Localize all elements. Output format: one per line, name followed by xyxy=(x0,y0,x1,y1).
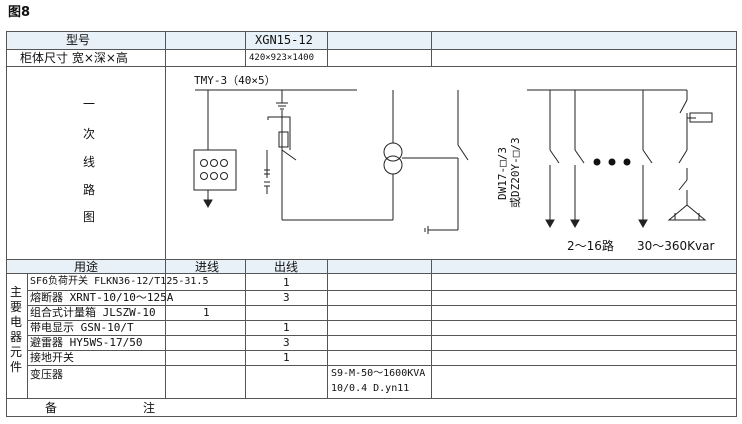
breaker-label-2: 或DZ20Y-□/3 xyxy=(509,137,522,208)
main-components-char: 元 xyxy=(10,345,23,359)
circuit-label-char: 一 xyxy=(83,97,96,111)
outgoing-header: 出线 xyxy=(274,260,299,274)
circuit-label-char: 次 xyxy=(83,127,96,141)
component-name: 组合式计量箱 JLSZW-10 xyxy=(30,306,156,319)
remarks-label: 注 xyxy=(143,401,156,415)
grid-line xyxy=(27,350,737,351)
grid-line xyxy=(431,31,432,66)
component-name: 接地开关 xyxy=(30,351,74,364)
main-components-char: 电 xyxy=(10,315,23,329)
grid-line xyxy=(27,320,737,321)
grid-line xyxy=(27,290,737,291)
busbar-label: TMY-3（40×5） xyxy=(194,74,276,87)
main-components-char: 要 xyxy=(10,300,23,314)
usage-header: 用途 xyxy=(74,260,99,274)
main-components-char: 件 xyxy=(10,360,23,374)
capacitor-range: 30～360Kvar xyxy=(637,239,715,253)
figure-label: 图8 xyxy=(8,5,31,20)
transformer-spec: S9-M-50～1600KVA xyxy=(331,368,426,379)
grid-line xyxy=(27,335,737,336)
grid-line xyxy=(165,31,166,398)
grid-line xyxy=(6,273,737,274)
grid-line xyxy=(27,365,737,366)
circuit-label-char: 图 xyxy=(83,210,96,224)
component-name: SF6负荷开关 FLKN36-12/T125-31.5 xyxy=(30,276,209,287)
size-value: 420×923×1400 xyxy=(249,53,315,63)
feeder-range: 2～16路 xyxy=(567,239,614,253)
header-band xyxy=(6,32,737,49)
grid-line xyxy=(6,31,7,416)
model-value: XGN15-12 xyxy=(255,33,313,47)
grid-line xyxy=(431,259,432,398)
breaker-label-1: DW17-□/3 xyxy=(496,147,509,200)
component-name: 变压器 xyxy=(30,368,63,381)
transformer-spec: 10/0.4 D.yn11 xyxy=(331,383,410,394)
grid-line xyxy=(245,259,246,398)
grid-line xyxy=(245,31,246,66)
size-label: 柜体尺寸 宽×深×高 xyxy=(20,51,128,65)
remarks-label: 备 xyxy=(45,401,58,415)
component-outgoing: 1 xyxy=(283,276,290,289)
grid-line xyxy=(6,416,737,417)
circuit-label-char: 线 xyxy=(83,155,96,169)
grid-line xyxy=(736,31,737,416)
component-name: 熔断器 XRNT-10/10～125A xyxy=(30,291,174,304)
grid-line xyxy=(6,66,737,67)
circuit-label-char: 路 xyxy=(83,183,96,197)
header-band xyxy=(6,259,737,273)
component-outgoing: 1 xyxy=(283,351,290,364)
component-outgoing: 3 xyxy=(283,291,290,304)
grid-line xyxy=(6,259,737,260)
main-components-char: 主 xyxy=(10,285,23,299)
component-name: 带电显示 GSN-10/T xyxy=(30,321,134,334)
grid-line xyxy=(27,273,28,398)
model-label: 型号 xyxy=(66,33,91,47)
component-incoming: 1 xyxy=(203,306,210,319)
component-name: 避雷器 HY5WS-17/50 xyxy=(30,336,143,349)
grid-line xyxy=(327,31,328,66)
incoming-header: 进线 xyxy=(195,260,220,274)
grid-line xyxy=(6,398,737,399)
component-outgoing: 1 xyxy=(283,321,290,334)
component-outgoing: 3 xyxy=(283,336,290,349)
grid-line xyxy=(327,259,328,398)
grid-line xyxy=(6,31,737,32)
grid-line xyxy=(6,49,737,50)
grid-line xyxy=(27,305,737,306)
main-components-char: 器 xyxy=(10,330,23,344)
